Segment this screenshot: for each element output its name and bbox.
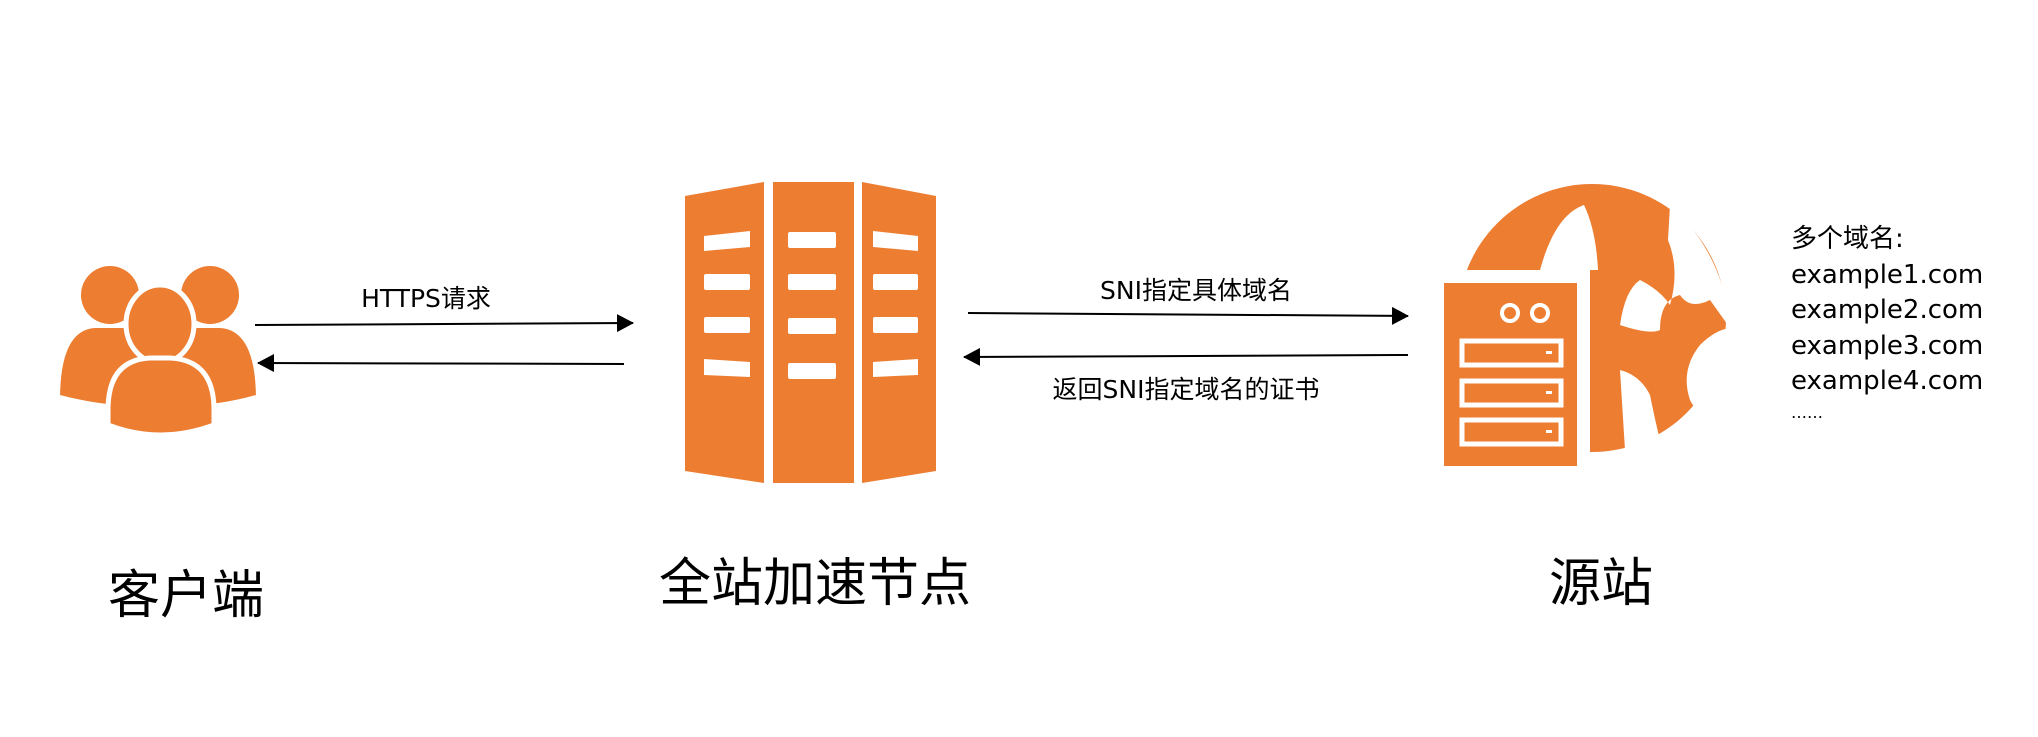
origin-label: 源站: [1548, 554, 1654, 614]
https-response-arrow: [257, 354, 625, 373]
users-icon: [60, 266, 256, 438]
https-request-arrow: [254, 314, 634, 333]
https-request-label: HTTPS请求: [361, 284, 491, 313]
domain-list-title: 多个域名:: [1791, 224, 1904, 254]
domain-item: example4.com: [1791, 366, 1984, 396]
domain-item: example3.com: [1791, 330, 1984, 361]
server-building-icon: [685, 182, 936, 483]
sni-request-label: SNI指定具体域名: [1100, 276, 1292, 305]
sni-response-arrow: [963, 347, 1409, 366]
server-globe-icon: [1432, 184, 1731, 470]
domain-list: 多个域名: example1.com example2.com example3…: [1791, 222, 1983, 426]
sni-request-arrow: [967, 306, 1409, 325]
sni-response-label: 返回SNI指定域名的证书: [1052, 375, 1320, 404]
domain-item: example2.com: [1791, 295, 1984, 325]
domain-item: example1.com: [1791, 259, 1984, 290]
domain-item-ellipsis: ……: [1791, 402, 1823, 422]
edge-node-label: 全站加速节点: [658, 554, 972, 614]
client-label: 客户端: [107, 566, 265, 626]
